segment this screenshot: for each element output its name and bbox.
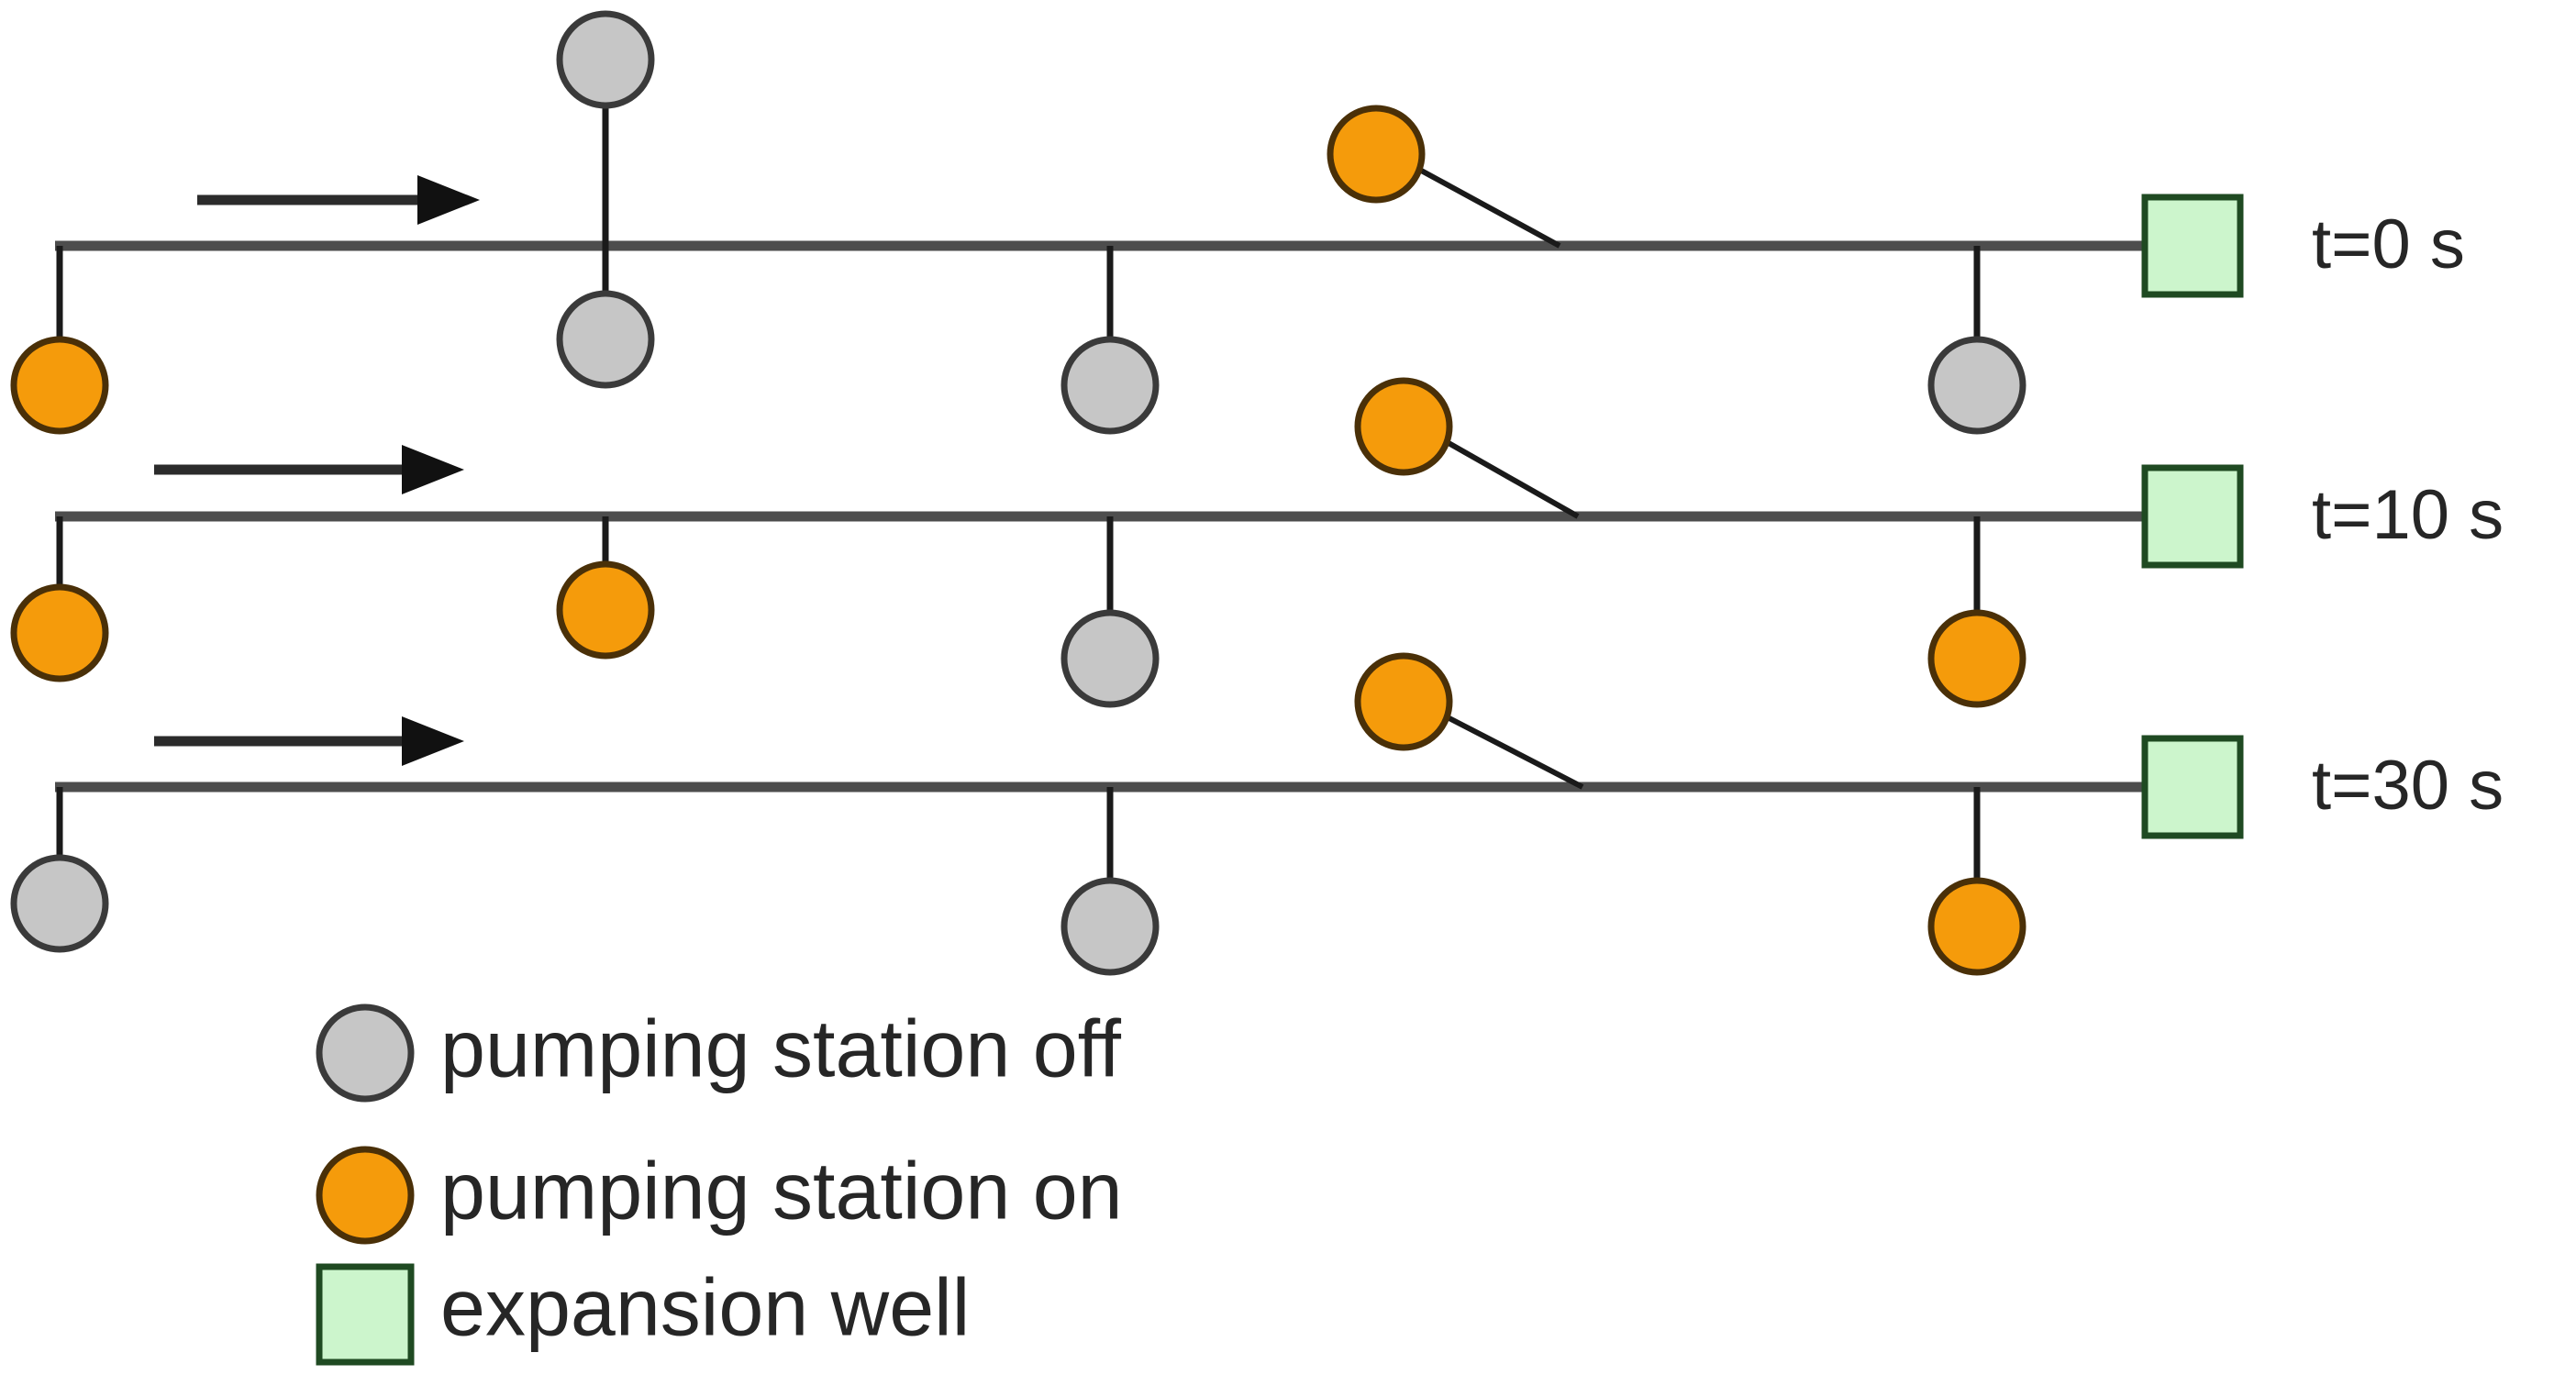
expansion-well-icon[interactable] <box>2141 464 2244 569</box>
pumping-station-on-icon[interactable] <box>1354 377 1453 476</box>
legend-item-well: expansion well <box>316 1261 970 1366</box>
flow-direction-arrow-head <box>417 175 480 225</box>
pumping-station-off-icon[interactable] <box>1060 336 1160 435</box>
pumping-station-off-icon[interactable] <box>1060 877 1160 976</box>
pumping-station-off-icon[interactable] <box>1060 609 1160 708</box>
flow-direction-arrow-head <box>402 716 464 766</box>
row-time-label: t=10 s <box>2312 476 2504 554</box>
pumping-station-off-icon[interactable] <box>556 10 655 109</box>
row-time-label: t=0 s <box>2312 205 2465 283</box>
legend-item-on: pumping station on <box>316 1145 1123 1245</box>
pipeline-row-t-30-s: t=30 s <box>10 652 2504 976</box>
pipeline-row-t-0-s: t=0 s <box>10 10 2465 435</box>
pumping-station-off-icon[interactable] <box>10 854 109 953</box>
legend-expansion-well-icon <box>316 1263 415 1366</box>
branch-diagonal-r3-s3 <box>1440 712 1584 790</box>
pumping-station-on-icon[interactable] <box>10 336 109 435</box>
row-time-label: t=30 s <box>2312 747 2504 825</box>
legend-label-on: pumping station on <box>440 1145 1123 1236</box>
legend-pumping-station-off-icon <box>316 1003 415 1103</box>
legend-layer: pumping station off pumping station on exp… <box>316 1003 1123 1366</box>
pipeline-row-t-10-s: t=10 s <box>10 377 2504 708</box>
pumping-station-on-icon[interactable] <box>556 560 655 660</box>
pumping-station-on-icon[interactable] <box>1927 877 2026 976</box>
legend-pumping-station-on-icon <box>316 1146 415 1245</box>
branch-diagonal-r2-s4 <box>1440 437 1580 519</box>
pumping-station-on-icon[interactable] <box>1327 105 1426 204</box>
expansion-well-icon[interactable] <box>2141 194 2244 298</box>
legend-label-off: pumping station off <box>440 1003 1122 1093</box>
expansion-well-icon[interactable] <box>2141 735 2244 839</box>
pumping-station-off-icon[interactable] <box>1927 336 2026 435</box>
pumping-station-off-icon[interactable] <box>556 290 655 389</box>
flow-direction-arrow-head <box>402 445 464 494</box>
pumping-station-on-icon[interactable] <box>1927 609 2026 708</box>
legend-item-off: pumping station off <box>316 1003 1122 1103</box>
pumping-station-on-icon[interactable] <box>10 583 109 682</box>
pumping-station-on-icon[interactable] <box>1354 652 1453 751</box>
legend-label-well: expansion well <box>440 1261 970 1352</box>
branch-diagonal-r1-s5 <box>1413 164 1561 249</box>
rows-layer: t=0 s t=10 s t=30 s <box>10 10 2504 976</box>
